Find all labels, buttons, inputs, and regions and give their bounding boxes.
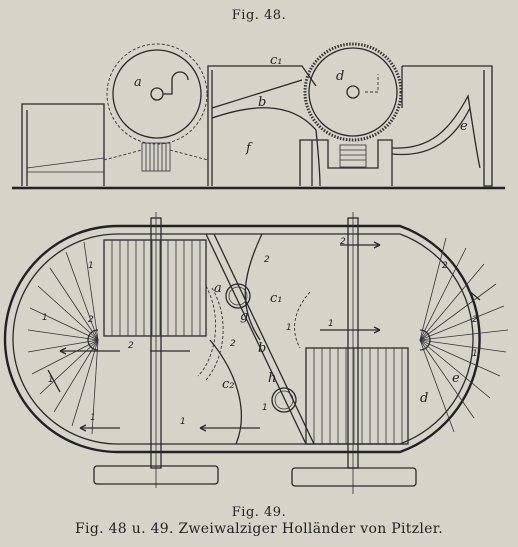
flow-num-2b: 2 — [128, 341, 134, 351]
label-49-c1: c₁ — [270, 291, 283, 306]
flow-num-1a: 1 — [88, 261, 94, 271]
pipe-g — [225, 283, 251, 309]
label-49-a: a — [214, 281, 222, 296]
label-48-f: f — [245, 141, 253, 156]
flow-num-2c: 2 — [230, 339, 236, 349]
roller-d-plan-hatch — [313, 348, 403, 444]
roller-a-plan-hatch — [111, 240, 201, 336]
label-49-c2: c₂ — [222, 377, 235, 392]
roller-a-hood — [163, 71, 189, 95]
trough-d — [311, 139, 393, 186]
racetrack-outer — [3, 224, 481, 454]
flow-num-1b: 1 — [42, 313, 48, 323]
label-49-b: b — [258, 341, 266, 356]
fig48-elevation: a d c₁ b f e — [12, 42, 505, 190]
label-48-c1: c₁ — [270, 53, 283, 68]
left-hub — [87, 329, 99, 351]
guide-arc-3 — [294, 291, 311, 349]
flow-arrows — [47, 241, 481, 432]
figure-48-label: Fig. 48. — [231, 8, 287, 23]
roller-d — [308, 47, 398, 137]
label-49-d: d — [420, 391, 428, 406]
flow-num-2e: 2 — [340, 237, 346, 247]
pulley-a — [93, 465, 219, 485]
mid-post — [299, 139, 312, 186]
roller-d-teeth — [303, 42, 403, 142]
left-slope — [26, 157, 105, 169]
roller-d-shaft — [346, 85, 360, 99]
label-49-g: g — [240, 309, 248, 324]
pipe-h-inner — [274, 390, 294, 410]
roller-a-outer — [106, 43, 208, 145]
dash-guide-1 — [103, 149, 143, 161]
flow-num-1h: 1 — [472, 349, 478, 359]
divider-left-edge — [205, 233, 307, 445]
pipe-g-inner — [228, 286, 248, 306]
bed-plate-d — [339, 144, 367, 168]
right-hub — [419, 329, 431, 351]
curve-e — [391, 93, 481, 169]
racetrack-inner — [12, 233, 474, 445]
label-48-d: d — [336, 69, 344, 84]
flow-num-1c: 1 — [48, 375, 54, 385]
label-48-b: b — [258, 95, 266, 110]
label-49-e: e — [452, 371, 460, 386]
left-trough-wall — [21, 103, 105, 186]
backfall-top — [207, 65, 317, 186]
guide-arc-1 — [197, 285, 217, 377]
right-fan — [419, 237, 509, 433]
right-wall — [402, 65, 493, 187]
bed-plate-a-hatch — [145, 143, 167, 171]
figure-49-label: Fig. 49. — [231, 505, 287, 520]
flow-num-2f: 2 — [442, 261, 448, 271]
roller-d-plan — [305, 347, 409, 445]
dash-guide-2 — [169, 149, 209, 161]
channel-b-curve — [211, 107, 321, 187]
flow-num-1f: 1 — [328, 319, 334, 329]
figure-caption: Fig. 48 u. 49. Zweiwalziger Holländer vo… — [75, 521, 443, 537]
backfall-slope — [211, 79, 303, 109]
label-48-a: a — [134, 75, 142, 90]
roller-a — [112, 49, 202, 139]
roller-d-arm — [365, 74, 379, 93]
pulley-d — [291, 467, 417, 487]
label-49-h: h — [268, 371, 276, 386]
roller-a-shaft — [150, 87, 164, 101]
label-48-e: e — [460, 119, 468, 134]
divider-right-edge — [213, 233, 315, 445]
flow-num-1g: 1 — [286, 323, 292, 333]
fig49-plan: a g c₁ b c₂ h d e 1 1 2 2 1 1 1 2 2 2 2 … — [3, 212, 509, 494]
flow-num-2d: 2 — [264, 255, 270, 265]
curve-e-inner — [391, 107, 471, 156]
bed-plate-d-hatch — [340, 149, 366, 161]
flow-num-1d: 1 — [90, 413, 96, 423]
inner-arc-top — [244, 233, 263, 341]
bed-plate-a — [141, 142, 171, 172]
flow-num-2g: 2 — [472, 315, 478, 325]
flow-num-2a: 2 — [88, 315, 94, 325]
flow-num-1i: 1 — [262, 403, 268, 413]
left-fan — [27, 241, 99, 435]
guide-arc-2 — [205, 287, 224, 381]
pipe-h — [271, 387, 297, 413]
roller-a-plan — [103, 239, 207, 337]
inner-arc-bottom — [209, 339, 243, 445]
flow-num-1e: 1 — [180, 417, 186, 427]
